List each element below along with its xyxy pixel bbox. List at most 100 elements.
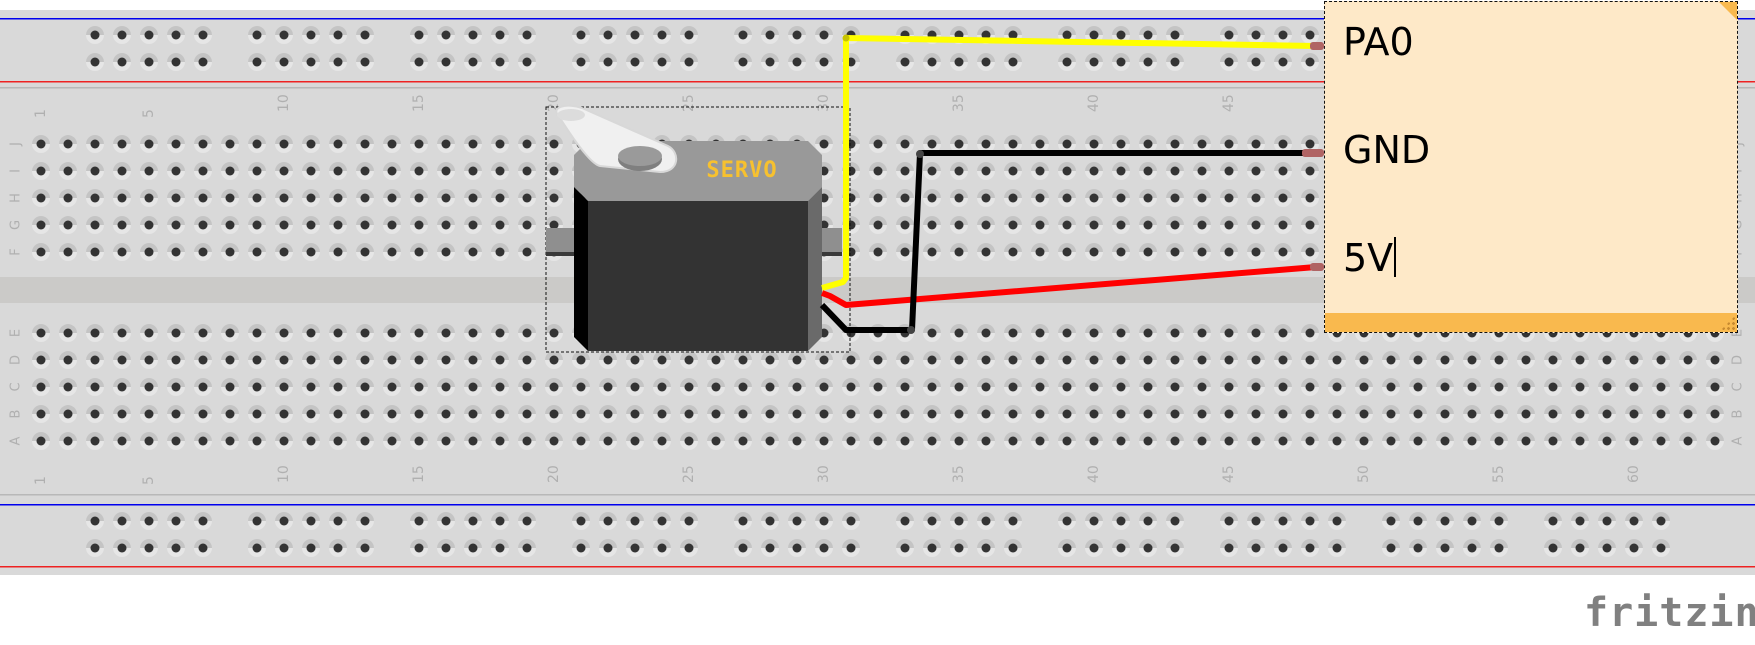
rail-hole[interactable]	[572, 53, 590, 71]
breadboard-hole[interactable]	[572, 378, 590, 396]
breadboard-hole[interactable]	[1112, 189, 1130, 207]
breadboard-hole[interactable]	[1679, 378, 1697, 396]
breadboard-hole[interactable]	[680, 432, 698, 450]
breadboard-hole[interactable]	[113, 324, 131, 342]
breadboard-hole[interactable]	[1274, 324, 1292, 342]
breadboard-hole[interactable]	[113, 351, 131, 369]
rail-hole[interactable]	[1544, 539, 1562, 557]
breadboard-hole[interactable]	[1193, 189, 1211, 207]
breadboard-hole[interactable]	[950, 378, 968, 396]
breadboard-hole[interactable]	[1625, 351, 1643, 369]
breadboard-hole[interactable]	[383, 324, 401, 342]
breadboard-hole[interactable]	[1220, 324, 1238, 342]
breadboard-hole[interactable]	[410, 432, 428, 450]
breadboard-hole[interactable]	[275, 351, 293, 369]
breadboard-hole[interactable]	[842, 405, 860, 423]
breadboard-hole[interactable]	[248, 324, 266, 342]
breadboard-hole[interactable]	[950, 243, 968, 261]
breadboard-hole[interactable]	[86, 324, 104, 342]
rail-hole[interactable]	[1625, 539, 1643, 557]
breadboard-hole[interactable]	[545, 378, 563, 396]
rail-hole[interactable]	[518, 53, 536, 71]
breadboard-hole[interactable]	[302, 405, 320, 423]
breadboard-hole[interactable]	[572, 432, 590, 450]
breadboard-hole[interactable]	[1112, 378, 1130, 396]
breadboard-hole[interactable]	[869, 405, 887, 423]
breadboard-hole[interactable]	[1517, 378, 1535, 396]
breadboard-hole[interactable]	[842, 378, 860, 396]
breadboard-hole[interactable]	[788, 378, 806, 396]
breadboard-hole[interactable]	[1301, 405, 1319, 423]
rail-hole[interactable]	[599, 26, 617, 44]
breadboard-hole[interactable]	[329, 216, 347, 234]
breadboard-hole[interactable]	[194, 243, 212, 261]
breadboard-hole[interactable]	[518, 189, 536, 207]
breadboard-hole[interactable]	[1058, 216, 1076, 234]
rail-hole[interactable]	[275, 539, 293, 557]
breadboard-hole[interactable]	[923, 405, 941, 423]
breadboard-hole[interactable]	[1544, 432, 1562, 450]
rail-hole[interactable]	[518, 512, 536, 530]
breadboard-hole[interactable]	[707, 405, 725, 423]
breadboard-hole[interactable]	[248, 135, 266, 153]
breadboard-hole[interactable]	[707, 378, 725, 396]
rail-hole[interactable]	[1571, 512, 1589, 530]
rail-hole[interactable]	[1544, 512, 1562, 530]
rail-hole[interactable]	[815, 53, 833, 71]
breadboard-hole[interactable]	[1301, 351, 1319, 369]
breadboard-hole[interactable]	[140, 405, 158, 423]
rail-hole[interactable]	[1382, 539, 1400, 557]
rail-hole[interactable]	[437, 26, 455, 44]
breadboard-hole[interactable]	[896, 378, 914, 396]
breadboard-hole[interactable]	[1112, 243, 1130, 261]
breadboard-hole[interactable]	[1166, 189, 1184, 207]
rail-hole[interactable]	[734, 512, 752, 530]
breadboard-hole[interactable]	[194, 432, 212, 450]
breadboard-hole[interactable]	[1004, 243, 1022, 261]
breadboard-hole[interactable]	[1490, 432, 1508, 450]
rail-hole[interactable]	[653, 26, 671, 44]
breadboard-hole[interactable]	[1301, 189, 1319, 207]
rail-hole[interactable]	[977, 53, 995, 71]
breadboard-hole[interactable]	[1193, 378, 1211, 396]
rail-hole[interactable]	[950, 539, 968, 557]
breadboard-hole[interactable]	[1139, 405, 1157, 423]
breadboard-hole[interactable]	[977, 216, 995, 234]
rail-hole[interactable]	[1598, 512, 1616, 530]
breadboard-hole[interactable]	[1193, 405, 1211, 423]
breadboard-hole[interactable]	[437, 243, 455, 261]
rail-hole[interactable]	[113, 539, 131, 557]
breadboard-hole[interactable]	[1247, 432, 1265, 450]
rail-hole[interactable]	[1274, 539, 1292, 557]
breadboard-hole[interactable]	[1463, 351, 1481, 369]
breadboard-hole[interactable]	[950, 216, 968, 234]
breadboard-hole[interactable]	[1166, 432, 1184, 450]
rail-hole[interactable]	[194, 512, 212, 530]
breadboard-hole[interactable]	[248, 162, 266, 180]
breadboard-hole[interactable]	[275, 189, 293, 207]
rail-hole[interactable]	[653, 512, 671, 530]
breadboard-hole[interactable]	[545, 351, 563, 369]
breadboard-hole[interactable]	[302, 216, 320, 234]
breadboard-hole[interactable]	[1274, 216, 1292, 234]
breadboard-hole[interactable]	[491, 189, 509, 207]
breadboard-hole[interactable]	[1598, 351, 1616, 369]
breadboard-hole[interactable]	[329, 351, 347, 369]
rail-hole[interactable]	[464, 512, 482, 530]
breadboard-hole[interactable]	[1058, 243, 1076, 261]
breadboard-hole[interactable]	[518, 405, 536, 423]
breadboard-hole[interactable]	[977, 378, 995, 396]
rail-hole[interactable]	[626, 512, 644, 530]
breadboard-hole[interactable]	[437, 432, 455, 450]
breadboard-hole[interactable]	[356, 405, 374, 423]
breadboard-hole[interactable]	[221, 189, 239, 207]
rail-hole[interactable]	[1085, 53, 1103, 71]
breadboard-hole[interactable]	[1031, 324, 1049, 342]
rail-hole[interactable]	[86, 26, 104, 44]
breadboard-hole[interactable]	[1247, 216, 1265, 234]
breadboard-hole[interactable]	[167, 189, 185, 207]
rail-hole[interactable]	[1004, 539, 1022, 557]
breadboard-hole[interactable]	[869, 351, 887, 369]
breadboard-hole[interactable]	[1382, 378, 1400, 396]
rail-hole[interactable]	[437, 539, 455, 557]
